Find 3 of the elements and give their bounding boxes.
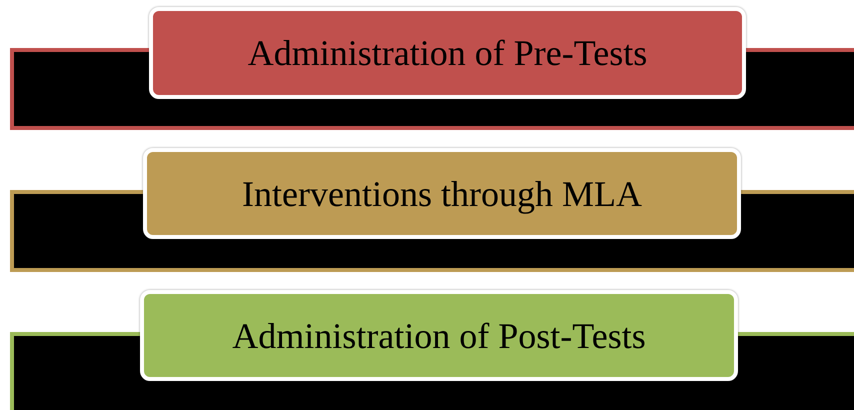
- step-label: Administration of Pre-Tests: [248, 32, 648, 74]
- step-label: Interventions through MLA: [242, 172, 642, 214]
- step-label: Administration of Post-Tests: [232, 314, 646, 356]
